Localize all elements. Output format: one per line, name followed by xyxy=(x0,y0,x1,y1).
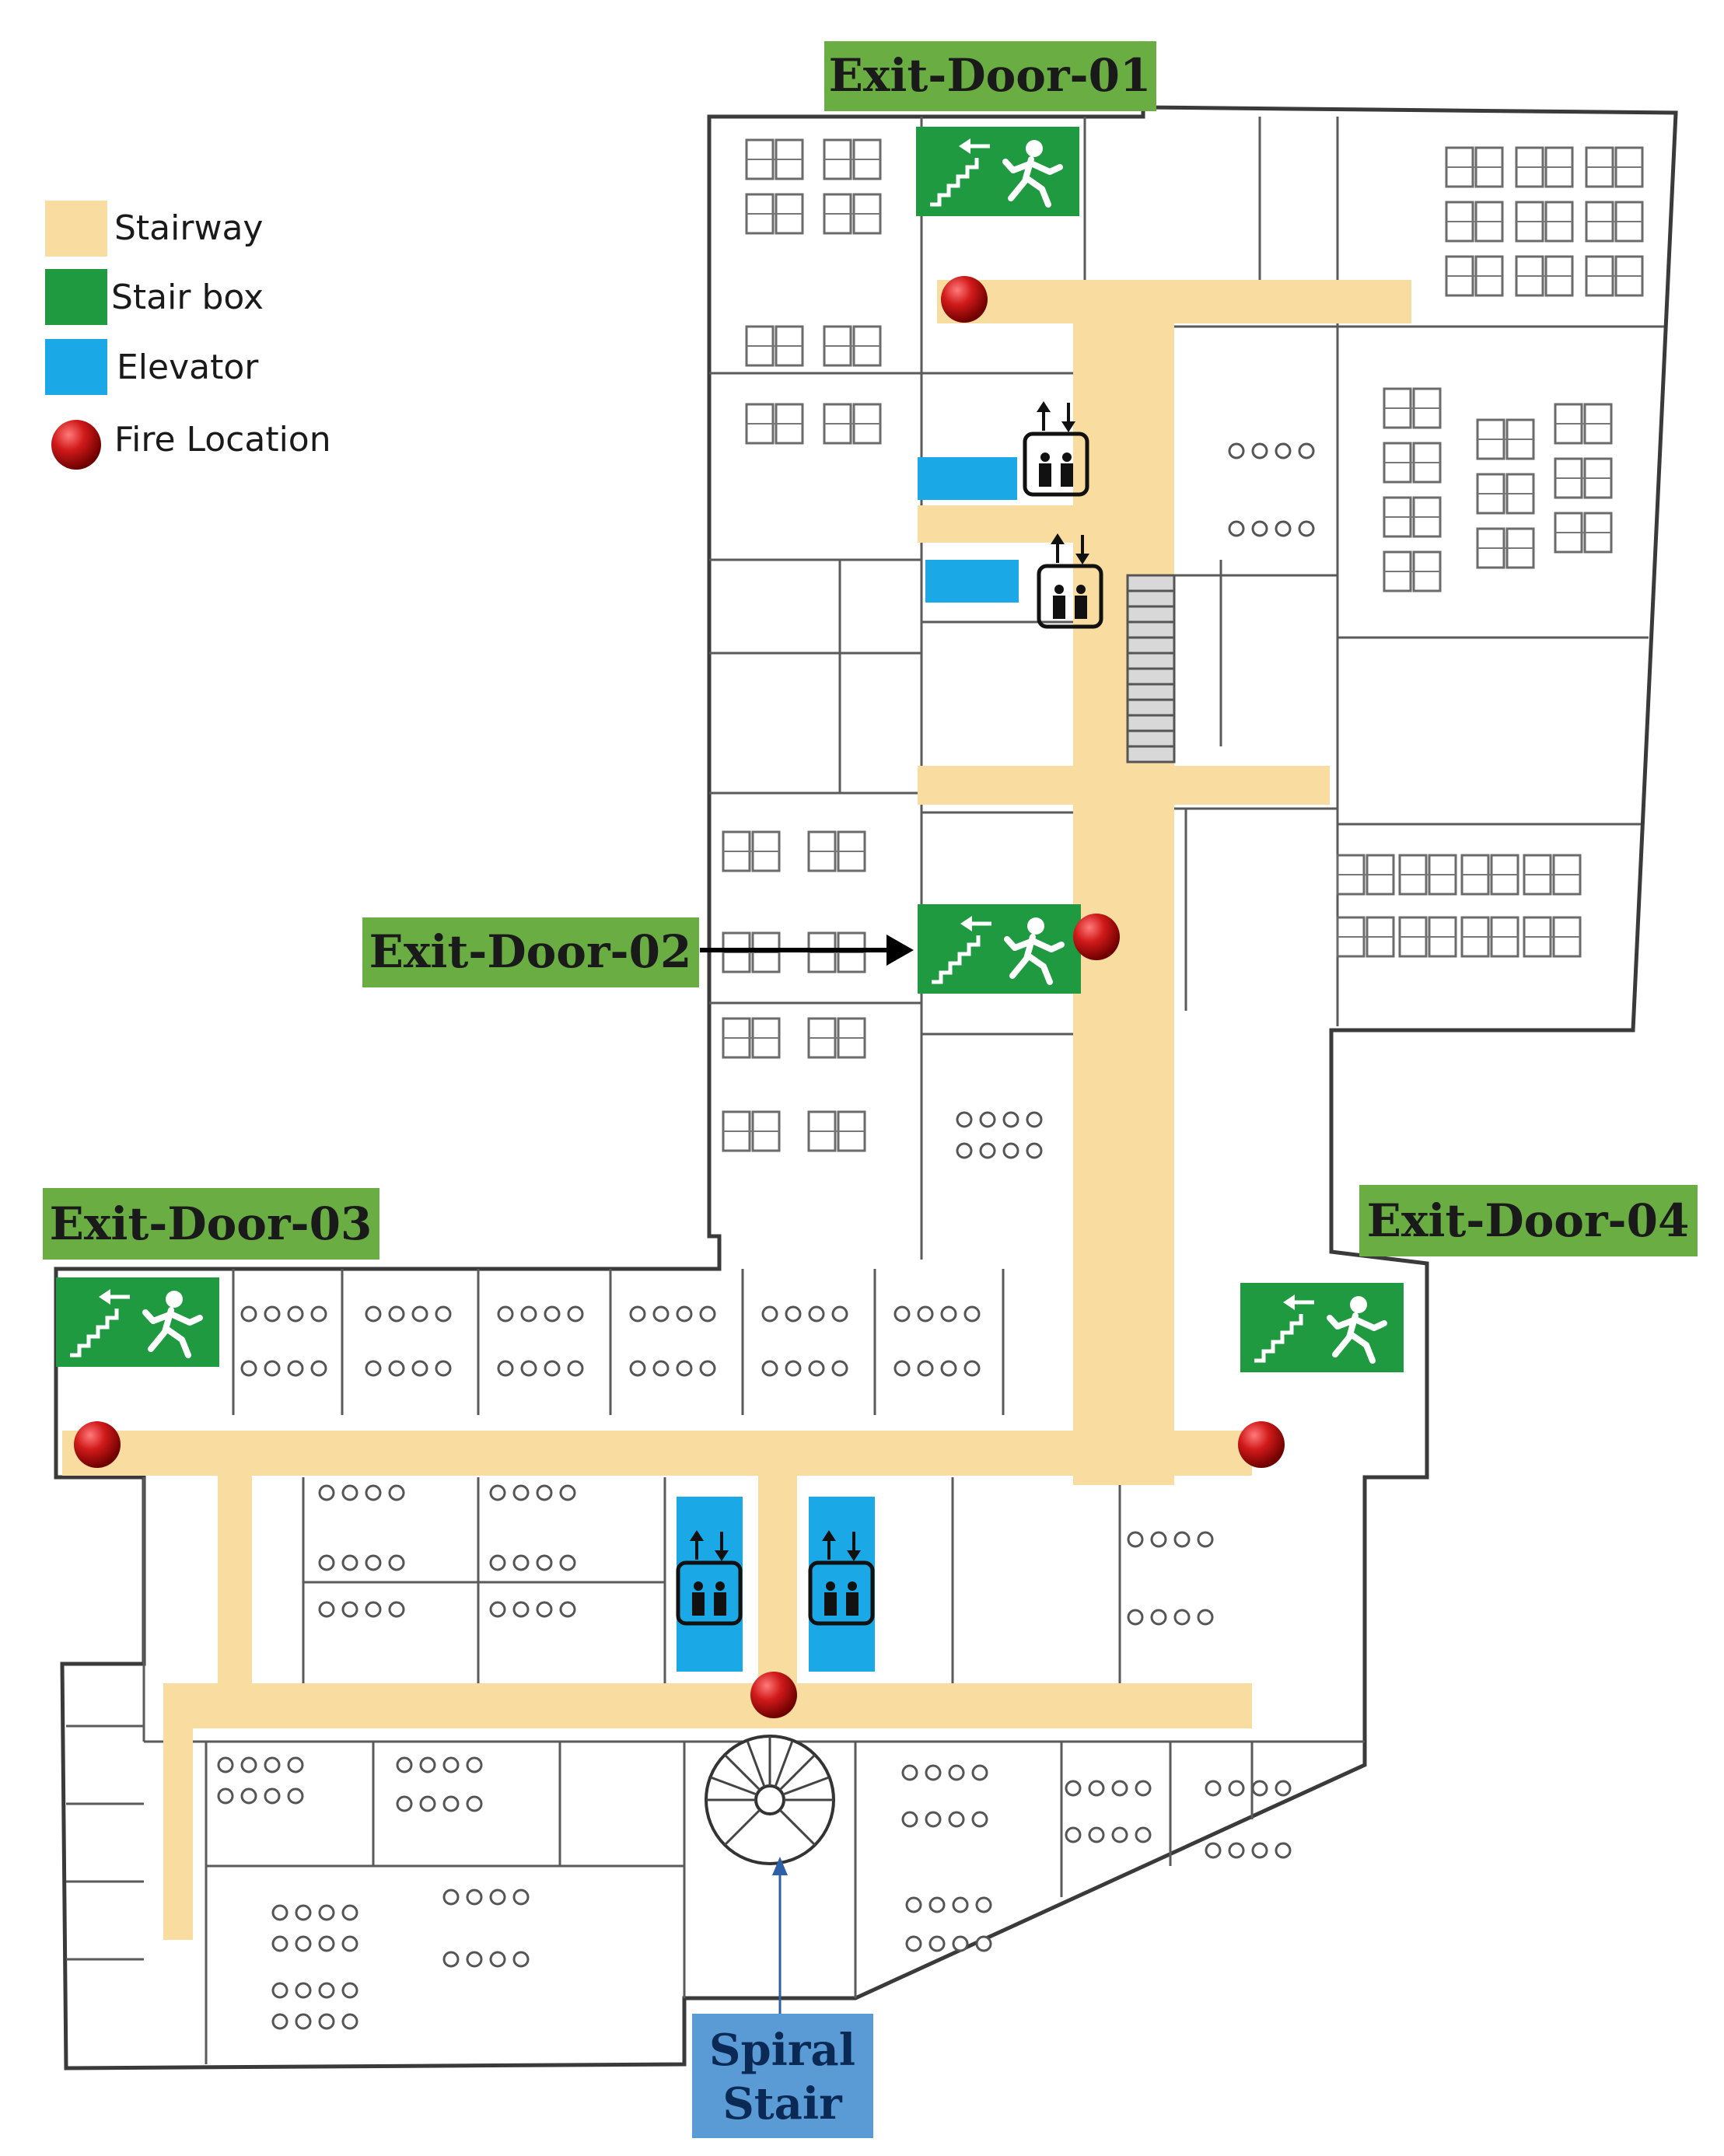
legend-swatch-fire-location xyxy=(51,420,101,470)
svg-text:Exit-Door-01: Exit-Door-01 xyxy=(829,49,1152,102)
running-man-exit-icon xyxy=(56,1277,219,1367)
running-man-exit-icon xyxy=(1240,1283,1404,1372)
svg-text:Spiral: Spiral xyxy=(709,2025,855,2076)
running-man-exit-icon xyxy=(918,904,1081,994)
arrow-icon xyxy=(886,935,914,966)
building-walls xyxy=(54,105,1678,2070)
fire-location-icon xyxy=(1238,1421,1285,1468)
svg-text:Stairway: Stairway xyxy=(114,208,263,248)
svg-text:Exit-Door-02: Exit-Door-02 xyxy=(369,925,692,978)
legend-swatch-elevator xyxy=(45,339,107,395)
exit-door-01-label: Exit-Door-01 xyxy=(824,41,1156,111)
fire-location-icon xyxy=(941,276,988,323)
fire-locations xyxy=(74,276,1285,1718)
svg-text:Stair: Stair xyxy=(722,2078,843,2130)
fire-location-icon xyxy=(750,1672,797,1718)
exit-door-02-label: Exit-Door-02 xyxy=(362,917,699,987)
svg-text:Fire Location: Fire Location xyxy=(114,420,331,460)
legend-swatch-stair-box xyxy=(45,269,107,325)
legend-swatch-stairway xyxy=(45,201,107,257)
running-man-exit-icon xyxy=(916,127,1079,216)
interior-stair xyxy=(1126,574,1176,764)
spiral-stair-label: Spiral Stair xyxy=(692,2014,873,2138)
svg-text:Elevator: Elevator xyxy=(117,348,259,387)
exit-door-03-label: Exit-Door-03 xyxy=(43,1188,379,1260)
fire-location-icon xyxy=(1073,914,1120,960)
svg-text:Exit-Door-04: Exit-Door-04 xyxy=(1367,1194,1690,1247)
svg-text:Exit-Door-03: Exit-Door-03 xyxy=(50,1197,372,1250)
stairways xyxy=(62,280,1411,1940)
fire-location-icon xyxy=(74,1421,121,1468)
elevators xyxy=(677,401,1101,1672)
svg-text:Stair box: Stair box xyxy=(111,278,264,317)
legend: Stairway Stair box Elevator Fire Locatio… xyxy=(45,201,331,470)
exit-door-04-label: Exit-Door-04 xyxy=(1359,1185,1698,1256)
spiral-stair-icon xyxy=(705,1735,835,2029)
